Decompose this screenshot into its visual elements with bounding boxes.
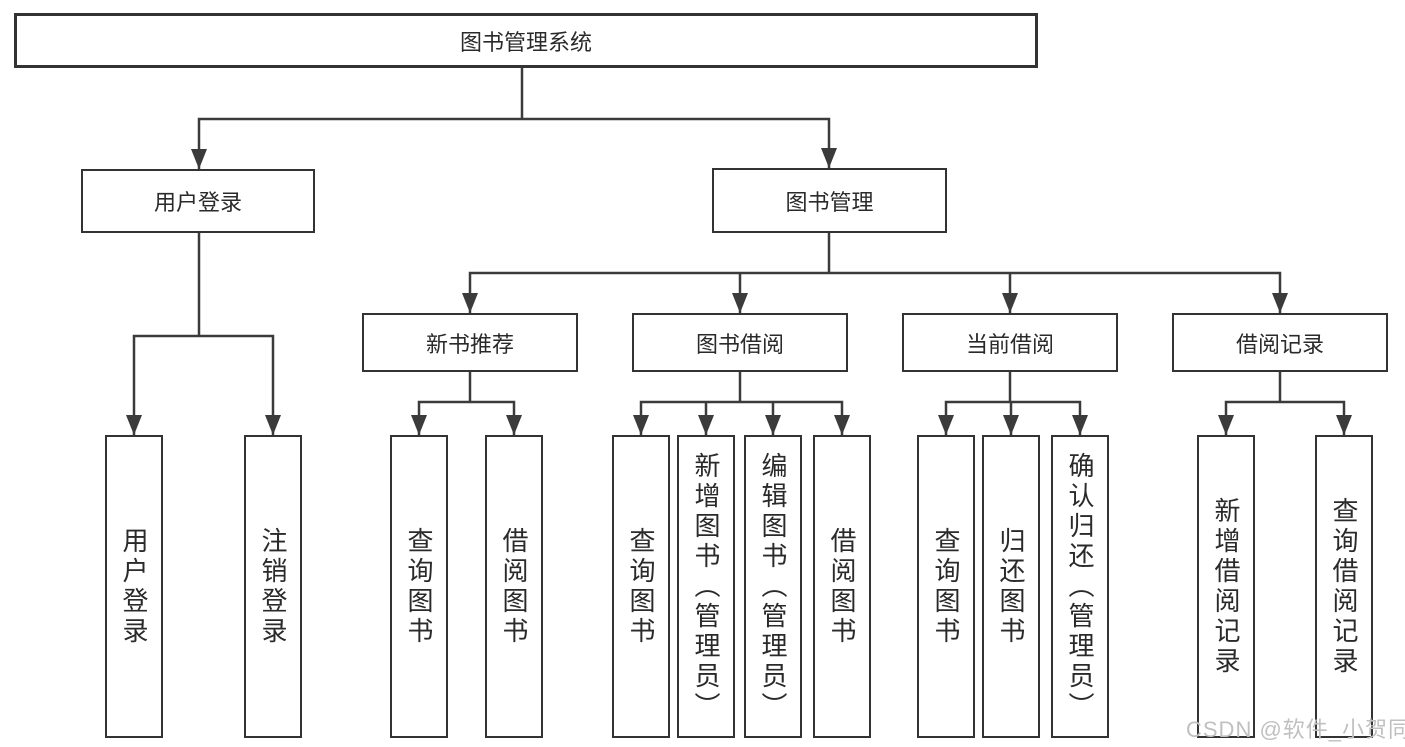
node-leaf-borrow-books-1: 借阅图书	[485, 435, 543, 738]
node-user-login: 用户登录	[81, 169, 315, 233]
node-label: 图书管理系统	[459, 29, 592, 55]
node-leaf-query-books-1: 查询图书	[390, 435, 448, 738]
node-label: 新书推荐	[425, 331, 514, 357]
node-leaf-borrow-books-2: 借阅图书	[813, 435, 871, 738]
node-book-borrow: 图书借阅	[632, 313, 848, 372]
node-label: 借阅记录	[1235, 331, 1324, 357]
node-label: 当前借阅	[965, 331, 1054, 357]
node-leaf-user-login: 用户登录	[105, 435, 163, 738]
watermark: CSDN @软件_小贺同学	[1186, 717, 1405, 742]
node-label: 归还图书	[996, 526, 1026, 647]
node-label: 查询图书	[404, 526, 434, 647]
node-label: 借阅图书	[499, 526, 529, 647]
node-leaf-add-books-admin: 新增图书（管理员）	[677, 435, 735, 738]
node-leaf-edit-books-admin: 编辑图书（管理员）	[744, 435, 802, 738]
node-label: 确认归还（管理员）	[1065, 451, 1095, 722]
node-label: 注销登录	[258, 526, 288, 647]
node-label: 用户登录	[153, 190, 242, 215]
node-label: 新增图书（管理员）	[691, 451, 721, 722]
node-label: 新增借阅记录	[1211, 496, 1241, 677]
node-label: 用户登录	[119, 526, 149, 647]
node-leaf-return-books: 归还图书	[982, 435, 1040, 738]
node-leaf-query-books-2: 查询图书	[612, 435, 670, 738]
node-label: 图书借阅	[695, 331, 784, 357]
node-label: 查询借阅记录	[1329, 496, 1359, 677]
node-label: 借阅图书	[827, 526, 857, 647]
node-library-system: 图书管理系统	[14, 13, 1038, 68]
node-label: 查询图书	[931, 526, 961, 647]
node-label: 查询图书	[626, 526, 656, 647]
node-leaf-logout: 注销登录	[244, 435, 302, 738]
node-current-borrow: 当前借阅	[902, 313, 1118, 372]
node-leaf-add-borrow-record: 新增借阅记录	[1197, 435, 1255, 738]
node-leaf-query-borrow-record: 查询借阅记录	[1315, 435, 1373, 738]
node-leaf-query-books-3: 查询图书	[917, 435, 975, 738]
node-leaf-confirm-return-admin: 确认归还（管理员）	[1051, 435, 1109, 738]
node-new-book-recommend: 新书推荐	[362, 313, 578, 372]
node-book-management: 图书管理	[712, 168, 947, 233]
node-label: 图书管理	[785, 189, 874, 215]
node-label: 编辑图书（管理员）	[758, 451, 788, 722]
node-borrow-records: 借阅记录	[1172, 313, 1388, 372]
